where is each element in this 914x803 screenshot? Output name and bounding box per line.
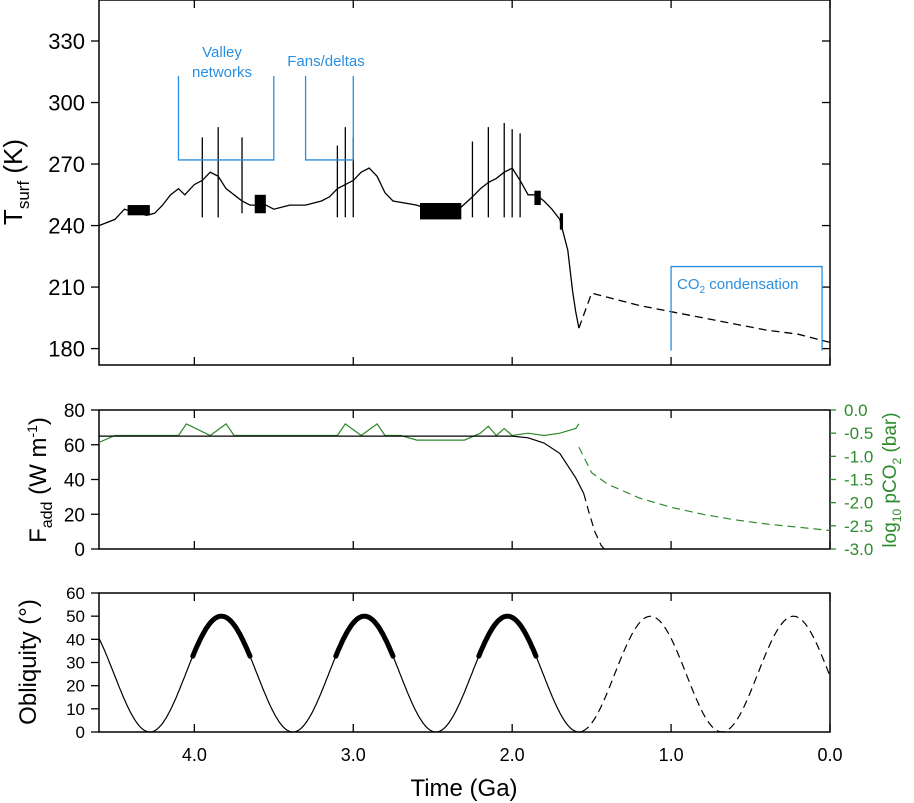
valley-networks-label-line2: networks (192, 64, 252, 81)
obliquity-y-tick-label: 50 (66, 607, 85, 626)
obliquity-line-thick (190, 613, 253, 659)
tsurf-line-dashed (578, 292, 831, 344)
fadd-y-tick-label: 80 (64, 401, 85, 422)
tsurf-oscillation-band (127, 205, 150, 216)
obliquity-y-tick-label: 20 (66, 677, 85, 696)
annotation-bracket (177, 75, 275, 161)
annotation-bracket (670, 265, 823, 351)
x-tick-label: 2.0 (500, 745, 525, 765)
fadd-y-tick-label: 20 (64, 505, 85, 526)
obliquity-line-thick (476, 613, 539, 659)
fadd-ylabel: Fadd (W m-1) (24, 417, 56, 543)
x-tick-label: 3.0 (341, 745, 366, 765)
pco2-y-tick-label: -3.0 (844, 540, 873, 559)
obliquity-y-tick-label: 60 (66, 584, 85, 603)
obliquity-line-solid (98, 638, 194, 733)
annotation-bracket (304, 75, 354, 161)
obliquity-y-tick-label: 10 (66, 700, 85, 719)
tsurf-line-solid (98, 167, 580, 329)
obliquity-y-tick-label: 30 (66, 654, 85, 673)
x-axis-label: Time (Ga) (410, 775, 517, 802)
fadd-line-dashed (583, 493, 605, 550)
obliquity-frame (98, 592, 831, 733)
pco2-y-tick-label: -0.5 (844, 424, 873, 443)
obliquity-ylabel: Obliquity (°) (15, 599, 42, 725)
fadd-panel: 0 20 40 60 80 0.0 -0.5 -1.0 -1.5 -2.0 -2.5 -3.0 Fad… (24, 401, 904, 561)
fadd-y-tick-label: 40 (64, 471, 85, 492)
co2-condensation-label: CO2 condensation (677, 276, 798, 296)
tsurf-y-tick-label: 270 (48, 152, 85, 177)
tsurf-oscillation-band (254, 194, 266, 214)
tsurf-oscillation-band (559, 213, 564, 230)
obliquity-y-tick-label: 40 (66, 630, 85, 649)
fadd-frame (98, 409, 831, 550)
obliquity-line-solid (392, 655, 480, 733)
tsurf-y-tick-label: 180 (48, 337, 85, 362)
obliquity-line-dashed (581, 615, 831, 733)
tsurf-y-tick-label: 330 (48, 29, 85, 54)
tsurf-y-tick-label: 210 (48, 275, 85, 300)
tsurf-panel: 180 210 240 270 300 330 Tsurf (K) Valley netw… (0, 0, 831, 366)
fadd-y-tick-label: 0 (74, 540, 85, 561)
obliquity-panel: 0 10 20 30 40 50 60 Obliquity (°) (15, 584, 831, 742)
pco2-y-tick-label: -1.0 (844, 447, 873, 466)
pco2-y-tick-label: -1.5 (844, 471, 873, 490)
fadd-y-tick-label: 60 (64, 436, 85, 457)
pco2-ylabel: log10 pCO2 (bar) (880, 412, 904, 547)
obliquity-line-thick (333, 613, 396, 659)
obliquity-line-solid (535, 655, 583, 733)
pco2-y-tick-label: -2.0 (844, 494, 873, 513)
tsurf-frame (98, 0, 831, 366)
x-tick-label: 1.0 (659, 745, 684, 765)
tsurf-y-tick-label: 240 (48, 214, 85, 239)
annotations: Valley networks Fans/deltas CO2 condensa… (177, 44, 823, 351)
x-tick-label: 0.0 (817, 745, 842, 765)
pco2-line-solid (98, 423, 580, 443)
obliquity-y-tick-label: 0 (76, 723, 85, 742)
tsurf-y-tick-label: 300 (48, 91, 85, 116)
obliquity-line-solid (249, 655, 337, 733)
pco2-y-tick-label: 0.0 (844, 401, 868, 420)
valley-networks-label-line1: Valley (202, 44, 242, 61)
fans-deltas-label: Fans/deltas (287, 53, 365, 70)
tsurf-oscillation-band (534, 190, 541, 206)
fadd-line-solid (99, 435, 585, 494)
x-tick-label: 4.0 (182, 745, 207, 765)
tsurf-ylabel: Tsurf (K) (0, 139, 33, 225)
pco2-y-tick-label: -2.5 (844, 517, 873, 536)
pco2-line-dashed (578, 446, 831, 532)
